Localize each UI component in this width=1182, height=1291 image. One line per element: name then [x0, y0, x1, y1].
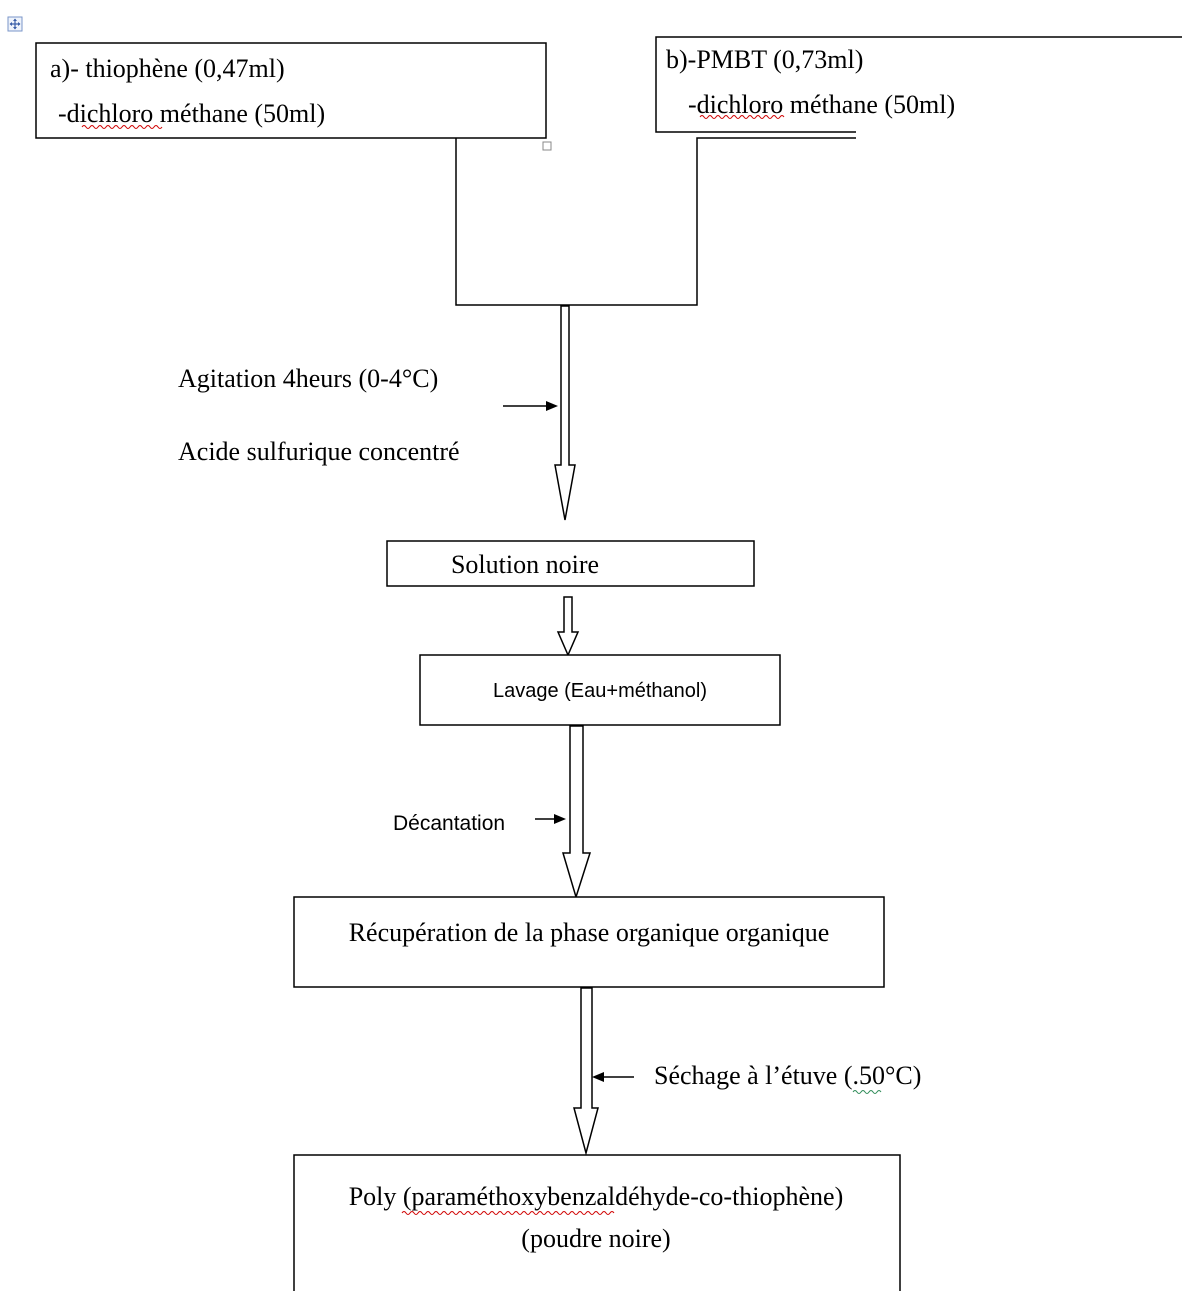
step1-label-acide: Acide sulfurique concentré — [178, 437, 460, 466]
final-product-box: Poly (paraméthoxybenzaldéhyde-co-thiophè… — [293, 1154, 901, 1291]
input-box-b: b)-PMBT (0,73ml) -dichloro méthane (50ml… — [655, 36, 1182, 133]
flow-arrow — [556, 596, 580, 657]
solution-noire-label: Solution noire — [451, 550, 599, 579]
recuperation-label: Récupération de la phase organique organ… — [349, 918, 830, 947]
step1-label-agitation: Agitation 4heurs (0-4°C) — [178, 364, 438, 393]
spelling-underline — [401, 1211, 615, 1215]
spelling-underline — [81, 125, 163, 129]
recuperation-box: Récupération de la phase organique organ… — [293, 896, 885, 988]
flow-arrow — [554, 305, 576, 521]
side-arrow — [592, 1072, 634, 1082]
side-arrow — [535, 814, 566, 824]
flow-arrow — [573, 987, 599, 1156]
final-product-name: Poly (paraméthoxybenzaldéhyde-co-thiophè… — [349, 1182, 844, 1211]
lavage-box: Lavage (Eau+méthanol) — [419, 654, 781, 726]
move-handle-icon[interactable] — [7, 16, 23, 32]
box-a-line1: a)- thiophène (0,47ml) — [50, 54, 285, 83]
decantation-label: Décantation — [393, 812, 505, 835]
lavage-label: Lavage (Eau+méthanol) — [493, 680, 707, 702]
box-b-line1: b)-PMBT (0,73ml) — [666, 45, 863, 74]
flow-arrow — [561, 725, 592, 900]
solution-noire-box: Solution noire — [386, 540, 755, 587]
input-box-a: a)- thiophène (0,47ml) -dichloro méthane… — [35, 42, 547, 139]
spelling-underline — [699, 115, 785, 119]
box-a-line2: -dichloro méthane (50ml) — [58, 99, 325, 128]
grammar-underline — [852, 1090, 882, 1094]
merge-connector — [455, 137, 856, 306]
side-arrow — [503, 401, 558, 411]
sechage-label: Séchage à l’étuve (.50°C) — [654, 1061, 921, 1090]
resize-handle[interactable] — [542, 141, 552, 151]
box-b-line2: -dichloro méthane (50ml) — [688, 90, 955, 119]
final-product-note: (poudre noire) — [521, 1224, 670, 1253]
